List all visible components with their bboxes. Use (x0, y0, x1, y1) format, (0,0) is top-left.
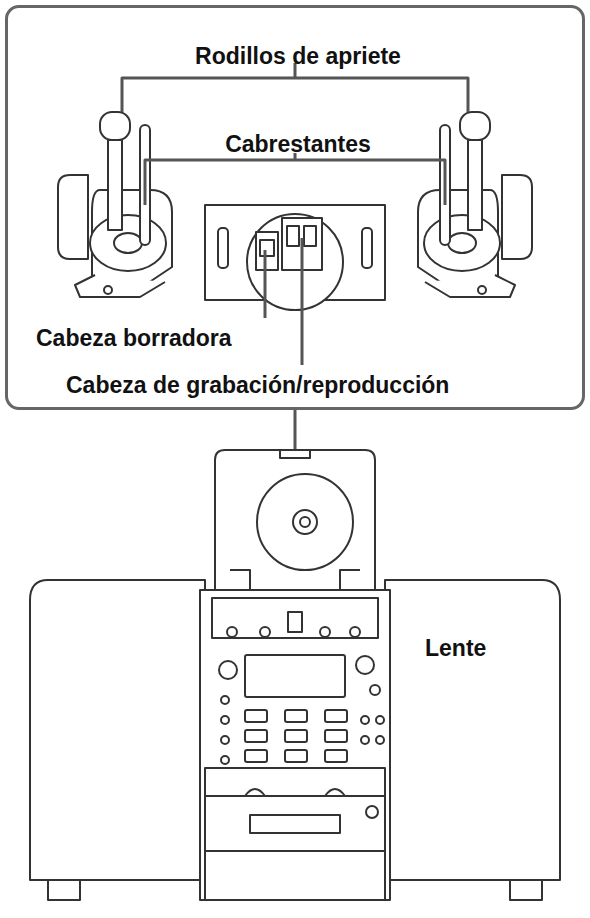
part-label: Rodillos de apriete (195, 44, 401, 69)
part-label: Cabeza borradora (36, 326, 232, 351)
hifi-unit (30, 450, 560, 900)
callout-frame: Rodillos de aprieteCabrestantesCabeza bo… (5, 5, 585, 410)
tape-mechanism (58, 112, 532, 310)
part-label: Lente (425, 636, 486, 661)
part-label: Cabrestantes (225, 132, 371, 157)
part-label: Cabeza de grabación/reproducción (66, 373, 449, 398)
